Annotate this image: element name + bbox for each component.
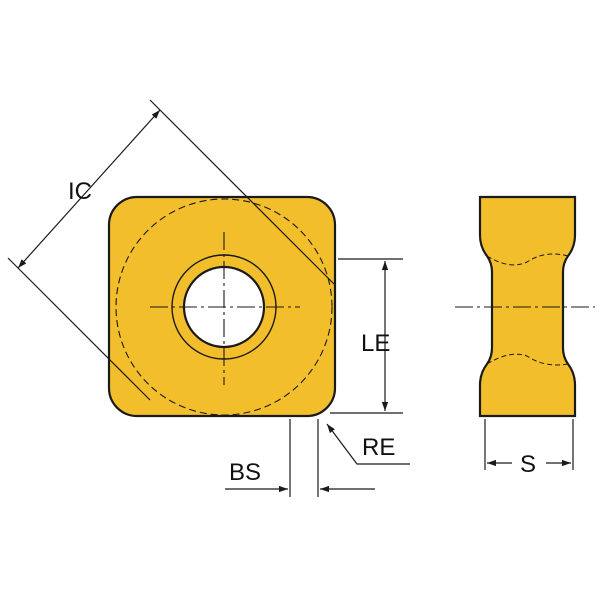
ic-extension-line-lower [7,257,151,401]
hidden-edge-bottom [486,353,569,366]
bs-label: BS [229,459,261,486]
re-leader: RE [326,423,410,465]
ic-label: IC [68,178,92,205]
insert-side-view [455,195,595,418]
re-leader-line [326,423,410,465]
insert-top-view [107,195,337,418]
re-label: RE [362,434,395,461]
hidden-edge-top [486,253,569,266]
ic-extension-line-upper [149,99,335,285]
inscribed-circle [115,198,333,416]
le-dimension: LE [330,258,403,414]
ic-dimension: IC [7,99,335,401]
s-label: S [520,451,536,478]
bs-dimension: BS [225,419,375,497]
s-dimension: S [484,419,574,478]
ic-dimension-line [17,109,161,269]
le-label: LE [361,330,390,357]
